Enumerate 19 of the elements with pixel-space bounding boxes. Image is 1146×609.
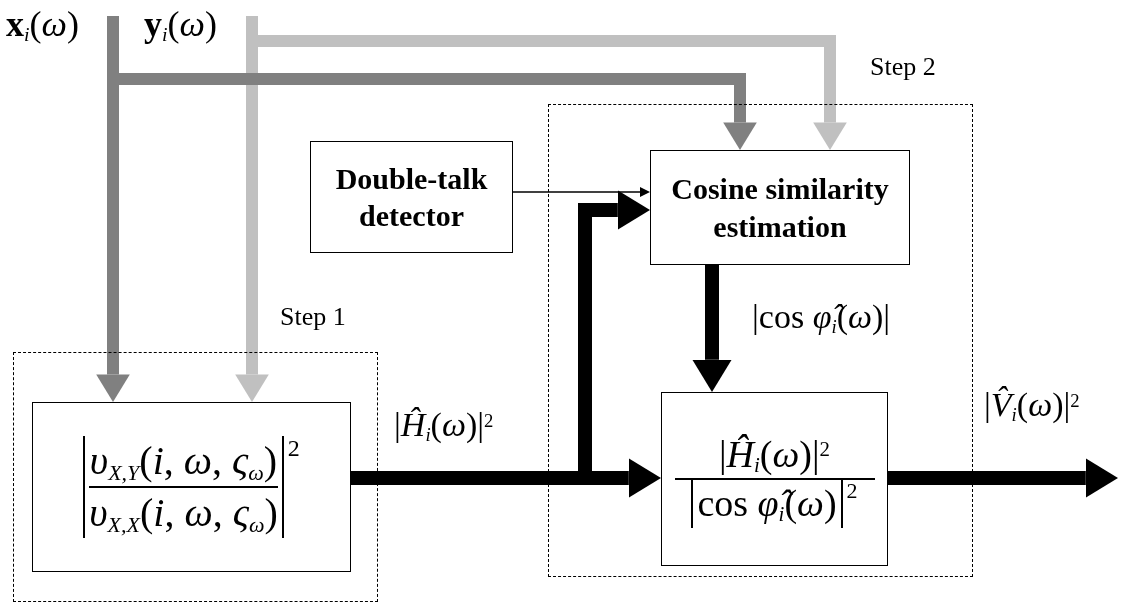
signal-label: y$_{i}$(ω) [144,6,217,42]
process-box [650,150,910,265]
exponent: 2 [287,436,300,460]
formula-box [32,402,351,572]
step-label: Step 1 [280,304,346,330]
step-label: Step 2 [870,54,936,80]
exponent: 2 [846,480,858,502]
formula-box [661,392,888,566]
formula-numerator: |Ĥ$_{i}$(ω)|$^{2}$ [718,431,831,478]
process-box [310,141,513,253]
arrow [888,458,1118,498]
formula-denominator: cos φ̂$_{i}$(ω) [691,480,843,528]
arrow [512,187,650,197]
box-title: Cosine similarity estimation [670,171,890,245]
signal-label: x$_{i}$(ω) [6,6,79,42]
arrow [692,265,732,392]
formula-numerator: υ$_{X,Y}$(i, ω, ς$_{ω}$) [89,437,278,486]
box-title: Double-talk detector [334,160,489,234]
formula-denominator: υ$_{X,X}$(i, ω, ς$_{ω}$) [89,489,278,538]
